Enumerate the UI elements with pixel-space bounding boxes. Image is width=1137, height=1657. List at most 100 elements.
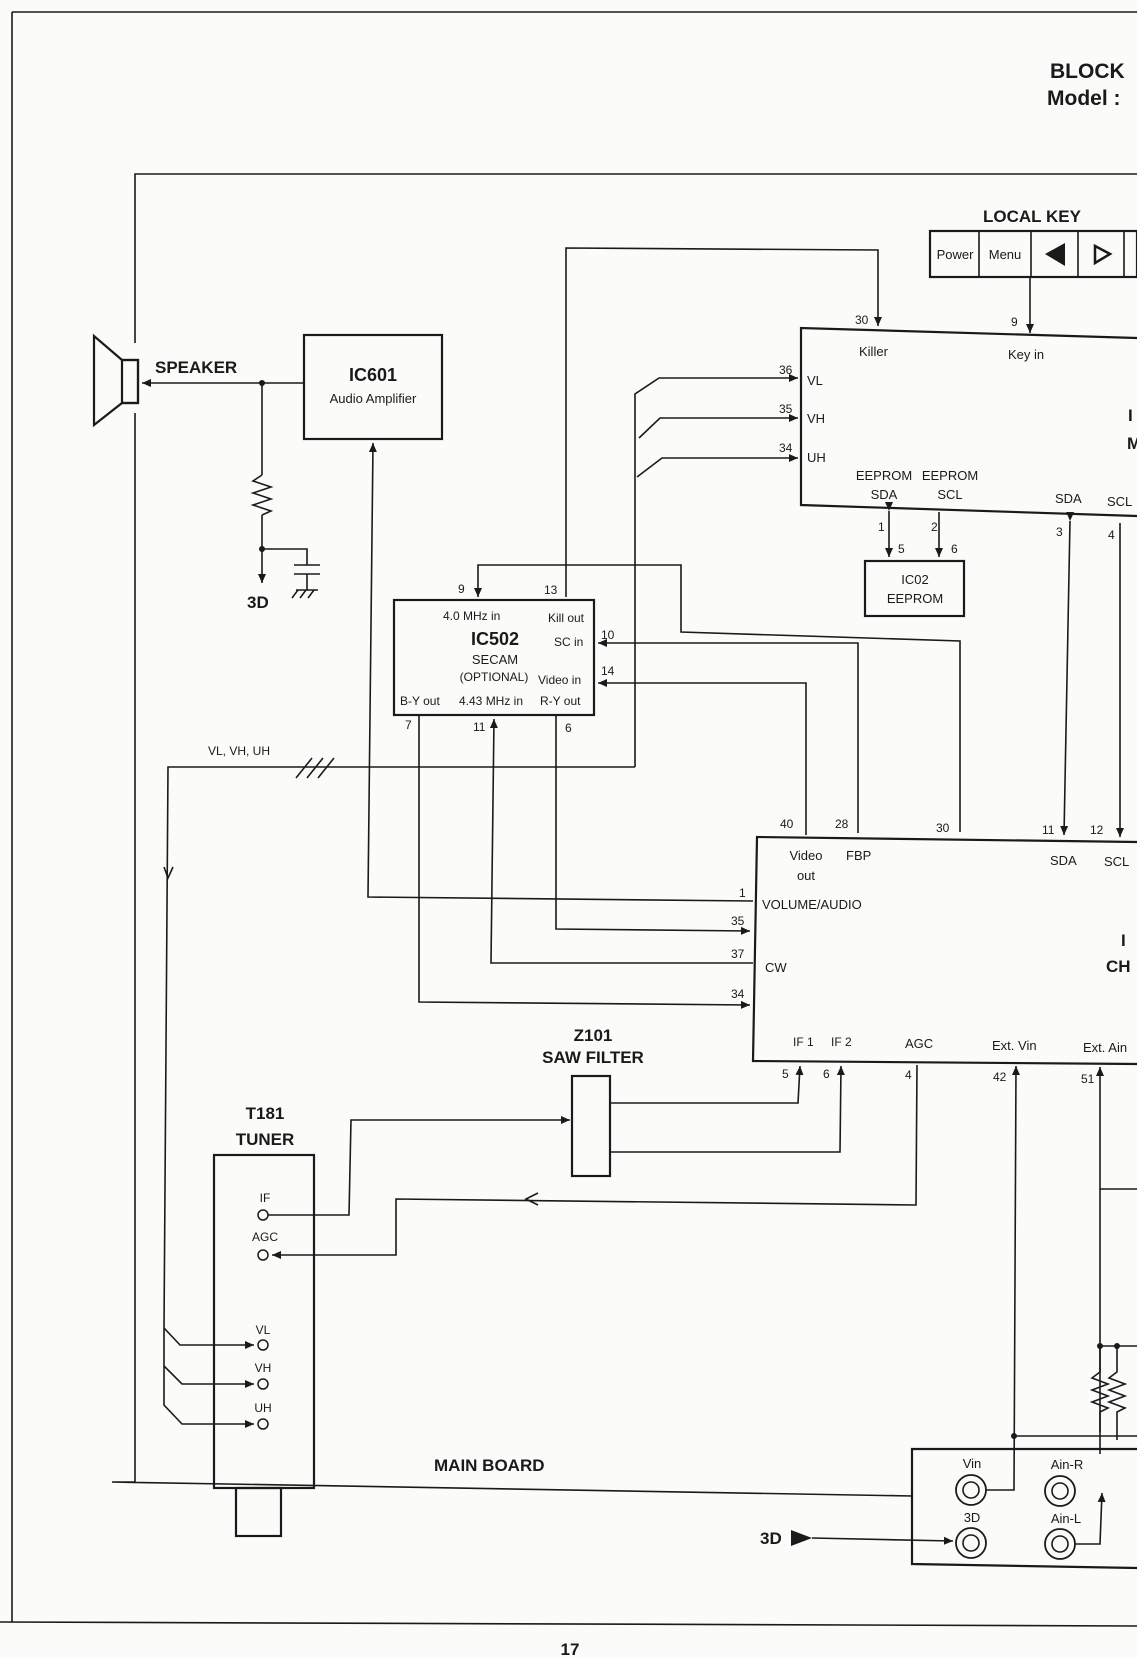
chroma-box: [751, 835, 1137, 1066]
micom-box: [799, 326, 1137, 518]
chroma-pin-5: 5: [782, 1067, 789, 1081]
wire-sda: [1060, 511, 1075, 836]
wire-video-in: [598, 679, 807, 835]
chroma-pin-1: 1: [739, 886, 746, 900]
micom-uh: UH: [807, 450, 826, 465]
av-panel-box: [910, 1447, 1137, 1570]
micom-killer: Killer: [859, 344, 889, 359]
power-key: Power: [937, 247, 975, 262]
wire-vh: [638, 414, 798, 439]
micom-pin-keyin: 9: [1011, 315, 1018, 329]
ground-3d-arrow-icon: [791, 1530, 812, 1546]
ic502-pin-11: 11: [473, 720, 486, 734]
rca-jack-vin-icon: [955, 1474, 987, 1506]
z101-desc: SAW FILTER: [542, 1048, 644, 1067]
wire-by-out: [418, 715, 751, 1009]
main-board-label: MAIN BOARD: [434, 1456, 545, 1475]
chroma-agc: AGC: [905, 1036, 933, 1051]
wire-sc-in: [598, 639, 859, 833]
speaker: SPEAKER: [92, 333, 237, 428]
micom-pin-vh: 35: [779, 402, 793, 416]
chroma-pin-30: 30: [936, 821, 950, 835]
ic502-kill-out: Kill out: [548, 611, 585, 625]
title-line1: BLOCK: [1050, 60, 1125, 83]
wire-agc: [272, 1064, 918, 1259]
av-gnd: 3D: [964, 1510, 981, 1525]
t181-pin-vl: VL: [256, 1323, 271, 1337]
ic502-443-in: 4.43 MHz in: [459, 694, 523, 708]
z101-box: [570, 1074, 612, 1178]
speaker-icon: [92, 333, 140, 428]
micom-pin-sda: 3: [1056, 525, 1063, 539]
ic502-box: [392, 598, 596, 717]
chroma-partial-2: CH: [1106, 957, 1131, 976]
ic502-desc: SECAM: [472, 652, 518, 667]
av-vin: Vin: [963, 1456, 982, 1471]
ic502-pin-6: 6: [565, 721, 572, 735]
micom-pin-eeprom-sda: 1: [878, 520, 885, 534]
av-ain-r: Ain-R: [1051, 1457, 1084, 1472]
ic502-pin-10: 10: [601, 628, 615, 642]
ground-3d-label: 3D: [247, 593, 269, 612]
chroma-scl: SCL: [1104, 854, 1129, 869]
micom-vh: VH: [807, 411, 825, 426]
ic502-optional: (OPTIONAL): [460, 670, 529, 684]
micom-vl: VL: [807, 373, 823, 388]
menu-key: Menu: [989, 247, 1022, 262]
wire-uh: [636, 454, 798, 478]
ic502-video-in: Video in: [538, 673, 581, 687]
chroma-pin-51: 51: [1081, 1072, 1095, 1086]
wire-tuner-if: [268, 1116, 570, 1216]
chroma-pin-6: 6: [823, 1067, 830, 1081]
micom-pin-scl: 4: [1108, 528, 1115, 542]
micom-partial-1: I: [1128, 406, 1133, 425]
micom-partial-2: M: [1127, 434, 1137, 453]
speaker-label: SPEAKER: [155, 358, 237, 377]
rca-jack-ain-l-icon: [1044, 1528, 1076, 1560]
chroma-if2: IF 2: [831, 1035, 852, 1049]
ic502-pin-14: 14: [601, 664, 615, 678]
av-ain-l: Ain-L: [1051, 1511, 1081, 1526]
chroma-pin-40: 40: [780, 817, 794, 831]
right-arrow-key-icon: [1093, 243, 1113, 266]
chroma-pin-34: 34: [731, 987, 745, 1001]
title-line2: Model :: [1047, 87, 1121, 110]
page-border-bottom: [0, 1621, 1137, 1627]
wire-ry-out: [555, 715, 751, 935]
ic02-desc: EEPROM: [887, 591, 943, 606]
local-key-title: LOCAL KEY: [983, 207, 1082, 226]
resistor: [250, 474, 274, 516]
t181-connector: [234, 1486, 283, 1538]
t181-pin-uh: UH: [254, 1401, 271, 1415]
wire-ain-l: [1075, 1492, 1106, 1545]
left-arrow-key-icon: [1045, 243, 1065, 266]
wire-ext-vin: [986, 1065, 1020, 1491]
chroma-fbp: FBP: [846, 848, 871, 863]
wire-bus-vlvhuh: [163, 766, 635, 1329]
wire-if1: [610, 1065, 804, 1104]
micom-pin-killer: 30: [855, 313, 869, 327]
ic02-pin-scl: 6: [951, 542, 958, 556]
t181-pin-agc: AGC: [252, 1230, 278, 1244]
chroma-pin-12: 12: [1090, 823, 1104, 837]
wire-killer: [565, 247, 882, 597]
chroma-cw: CW: [765, 960, 787, 975]
chroma-pin-35: 35: [731, 914, 745, 928]
bus-label: VL, VH, UH: [208, 744, 270, 758]
ic502-name: IC502: [471, 629, 519, 649]
chroma-pin-42: 42: [993, 1070, 1007, 1084]
chroma-sda: SDA: [1050, 853, 1077, 868]
ic02-name: IC02: [901, 572, 928, 587]
page-number: 17: [561, 1640, 580, 1657]
micom-pin-uh: 34: [779, 441, 793, 455]
t181-pin-if: IF: [260, 1191, 271, 1205]
z101-name: Z101: [574, 1026, 613, 1045]
ic502-ry-out: R-Y out: [540, 694, 581, 708]
ic601-desc: Audio Amplifier: [330, 391, 417, 406]
ic502-pin-9: 9: [458, 582, 465, 596]
t181-name: T181: [246, 1104, 285, 1123]
